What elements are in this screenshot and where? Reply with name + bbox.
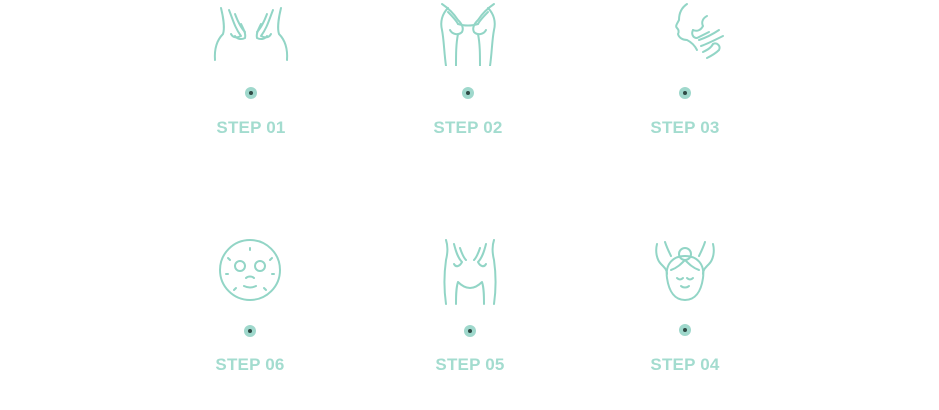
step-label: STEP 05 [435,355,505,374]
shoulder-massage-icon [428,0,508,66]
head-massage-icon [645,234,725,306]
step-label: STEP 04 [650,355,720,374]
step-label: STEP 02 [433,118,503,137]
step-marker-dot [679,87,691,99]
step-02: STEP 02 [408,0,528,137]
step-label: STEP 01 [216,118,286,137]
step-label: STEP 03 [650,118,720,137]
step-marker-dot [464,325,476,337]
step-03: STEP 03 [625,0,745,137]
face-mask-icon [210,234,290,306]
step-marker-dot [244,325,256,337]
step-label: STEP 06 [215,355,285,374]
back-massage-icon [211,0,291,66]
step-marker-dot [679,324,691,336]
step-01: STEP 01 [191,0,311,137]
lower-back-massage-icon [430,234,510,306]
step-05: STEP 05 [410,234,530,374]
step-04: STEP 04 [625,234,745,374]
step-06: STEP 06 [190,234,310,374]
neck-massage-icon [645,0,725,66]
step-marker-dot [245,87,257,99]
step-marker-dot [462,87,474,99]
